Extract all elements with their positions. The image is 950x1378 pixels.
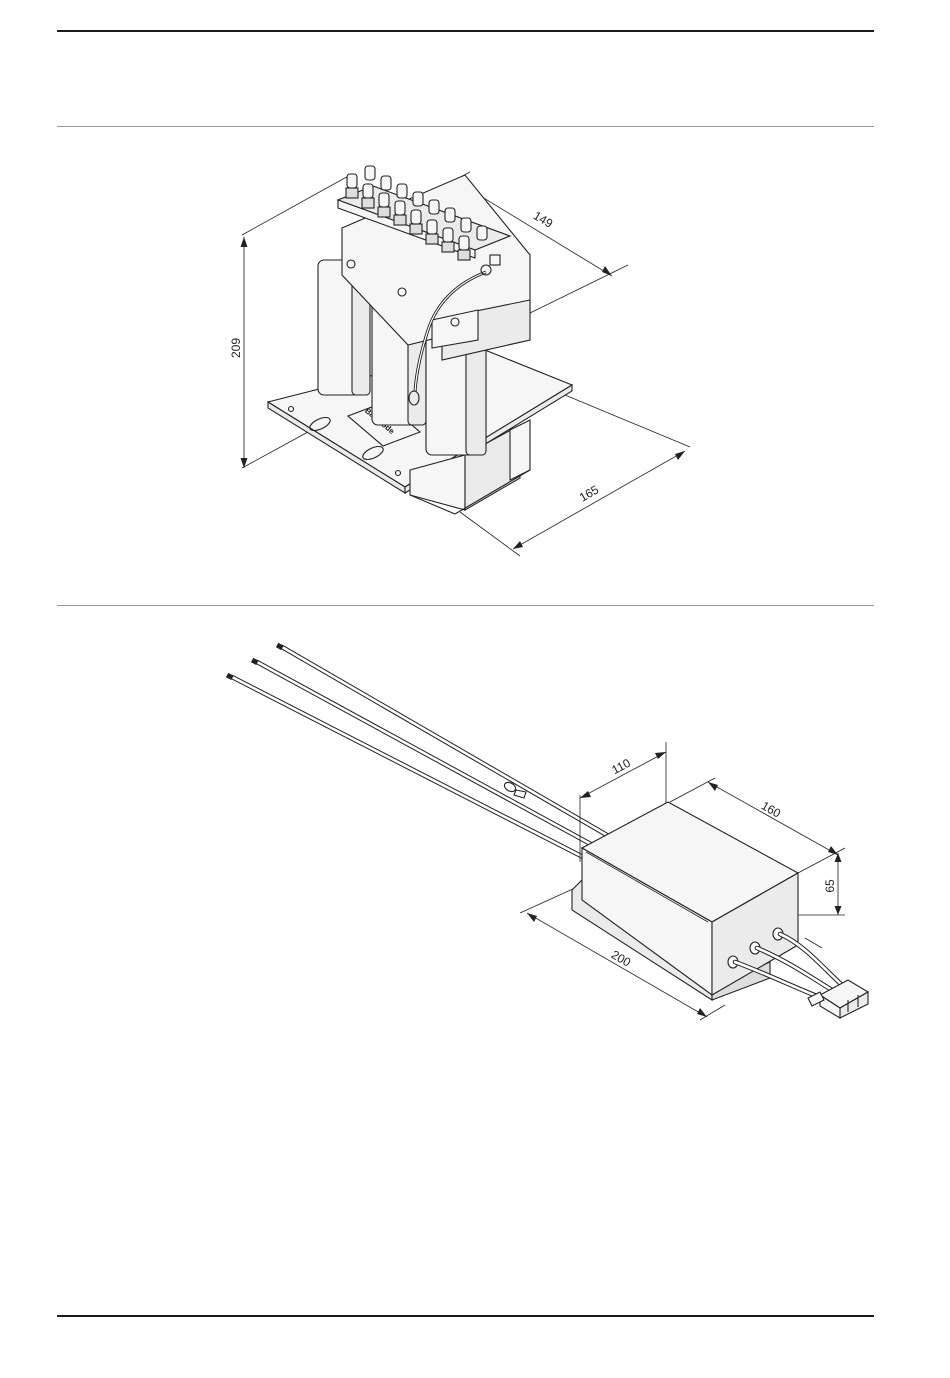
section-divider-top	[57, 126, 874, 127]
dimension-width	[513, 451, 685, 549]
section-divider-middle	[57, 605, 874, 606]
header-rule	[57, 30, 874, 32]
dimension-label-height-bottom: 65	[823, 879, 837, 893]
reactor-dimension-drawing: 209 149 165 Bar Code	[0, 150, 950, 570]
dimension-label-width: 165	[577, 482, 602, 504]
dimension-label-length-bottom: 200	[609, 947, 634, 969]
flying-leads	[226, 643, 612, 858]
footer-rule	[57, 1315, 874, 1317]
filter-box-dimension-drawing: 110 160 65 200	[0, 630, 950, 1030]
dimension-label-height: 209	[229, 338, 243, 358]
plug-connector	[808, 980, 868, 1018]
dimension-label-width-bottom: 160	[759, 798, 784, 820]
dimension-label-depth-bottom: 110	[609, 756, 633, 777]
dimension-label-depth: 149	[531, 208, 556, 230]
